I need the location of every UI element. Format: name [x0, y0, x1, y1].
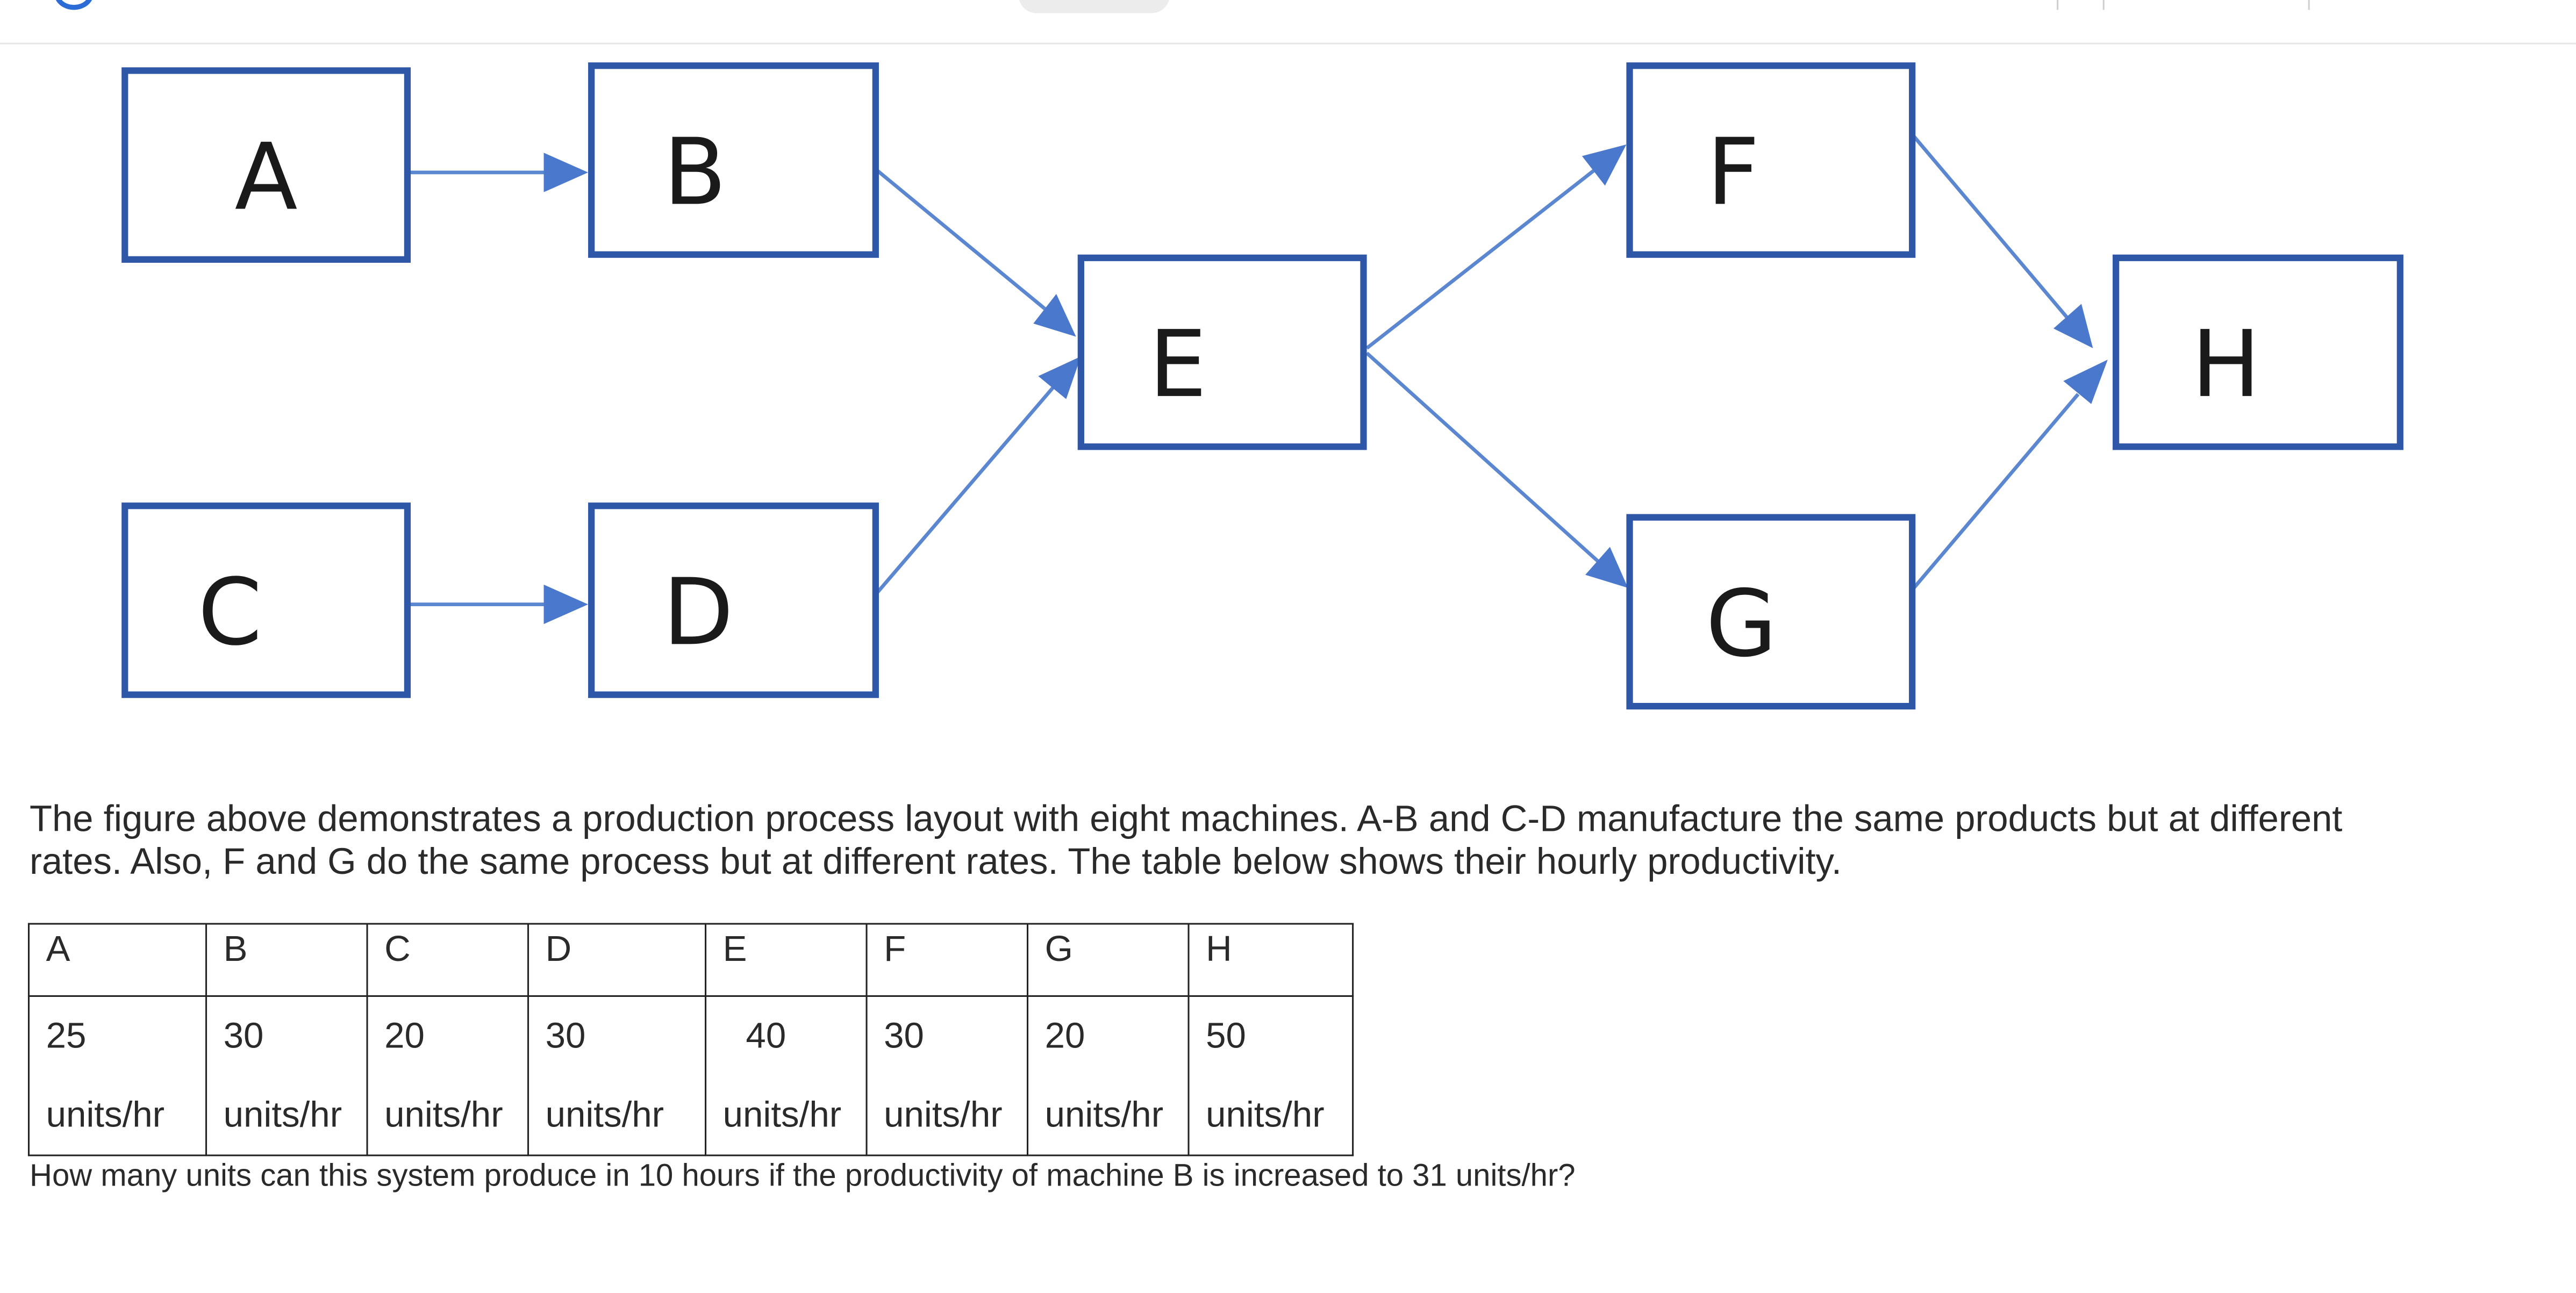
- table-header-cell: G: [1026, 923, 1190, 997]
- rate-value: 20: [384, 1015, 425, 1057]
- table-rate-cell: 20 units/hr: [366, 995, 529, 1156]
- table-header-cell: H: [1187, 923, 1354, 997]
- table-header-cell: C: [366, 923, 529, 997]
- arrow-head-c-d: [543, 584, 589, 624]
- productivity-table: A B C D E F G H 25 units/hr 30 units/hr 20…: [27, 923, 1354, 1156]
- table-header-cell: D: [527, 923, 707, 997]
- edge-e-g: [1365, 351, 1600, 563]
- node-label-f: F: [1707, 119, 1759, 226]
- arrow-head-d-e: [1038, 356, 1081, 399]
- edge-b-e: [874, 168, 1046, 311]
- node-label-h: H: [2192, 311, 2261, 418]
- node-a: A: [121, 67, 411, 263]
- rate-value: 50: [1206, 1015, 1246, 1057]
- node-label-e: E: [1149, 311, 1207, 418]
- node-label-g: G: [1706, 571, 1777, 678]
- rate-value: 30: [223, 1015, 264, 1057]
- node-f: F: [1626, 62, 1916, 258]
- arrow-head-g-h: [2063, 360, 2108, 404]
- rate-unit: units/hr: [223, 1094, 342, 1135]
- arrow-head-f-h: [2053, 304, 2093, 348]
- toolbar-divider: [2102, 0, 2105, 10]
- table-rate-cell: 20 units/hr: [1026, 995, 1190, 1156]
- table-rate-cell: 30 units/hr: [527, 995, 707, 1156]
- table-header-cell: B: [205, 923, 368, 997]
- table-rate-cell: 25 units/hr: [27, 995, 207, 1156]
- node-label-c: C: [198, 559, 262, 666]
- rate-unit: units/hr: [884, 1094, 1003, 1135]
- edge-e-f: [1365, 169, 1595, 350]
- question-text: How many units can this system produce i…: [30, 1159, 1576, 1194]
- rate-unit: units/hr: [1044, 1094, 1164, 1135]
- problem-description: The figure above demonstrates a producti…: [30, 798, 2343, 882]
- table-rate-cell: 30 units/hr: [205, 995, 368, 1156]
- rate-unit: units/hr: [46, 1094, 165, 1135]
- node-label-a: A: [235, 124, 298, 231]
- rate-value: 30: [545, 1015, 586, 1057]
- table-rate-cell: 40 units/hr: [705, 995, 868, 1156]
- table-rate-cell: 50 units/hr: [1187, 995, 1354, 1156]
- node-c: C: [121, 502, 411, 698]
- node-label-b: B: [663, 119, 726, 226]
- node-g: G: [1626, 514, 1916, 710]
- node-h: H: [2113, 254, 2403, 450]
- edge-g-h: [1912, 393, 2080, 590]
- rate-unit: units/hr: [545, 1094, 664, 1135]
- node-e: E: [1077, 254, 1367, 450]
- rate-unit: units/hr: [722, 1094, 842, 1135]
- table-header-cell: E: [705, 923, 868, 997]
- table-rate-row: 25 units/hr 30 units/hr 20 units/hr 30 units…: [27, 995, 1354, 1156]
- edge-d-e: [874, 386, 1055, 596]
- table-header-cell: F: [865, 923, 1029, 997]
- table-header-row: A B C D E F G H: [27, 923, 1354, 997]
- arrow-head-a-b: [543, 153, 589, 192]
- table-header-cell: A: [27, 923, 207, 997]
- arrow-head-e-g: [1585, 547, 1628, 588]
- diagram-nodes: A B C D E F G: [121, 62, 2403, 710]
- node-d: D: [588, 502, 879, 698]
- toolbar-divider: [2057, 0, 2059, 10]
- rate-value: 25: [46, 1015, 87, 1057]
- node-b: B: [588, 62, 879, 258]
- arrow-head-b-e: [1033, 294, 1076, 337]
- arrow-head-e-f: [1582, 144, 1627, 186]
- top-toolbar: [0, 0, 2576, 45]
- rate-value: 30: [884, 1015, 924, 1057]
- rate-unit: units/hr: [1206, 1094, 1325, 1135]
- table-rate-cell: 30 units/hr: [865, 995, 1029, 1156]
- rate-value: 20: [1044, 1015, 1085, 1057]
- rate-unit: units/hr: [384, 1094, 503, 1135]
- toolbar-pill-button[interactable]: [1018, 0, 1170, 13]
- toolbar-divider: [2308, 0, 2310, 10]
- diagram-edges: [407, 135, 2108, 624]
- node-label-d: D: [663, 559, 734, 666]
- edge-f-h: [1912, 135, 2069, 318]
- process-flow-diagram: A B C D E F G: [121, 62, 2403, 710]
- rate-value: 40: [746, 1015, 786, 1057]
